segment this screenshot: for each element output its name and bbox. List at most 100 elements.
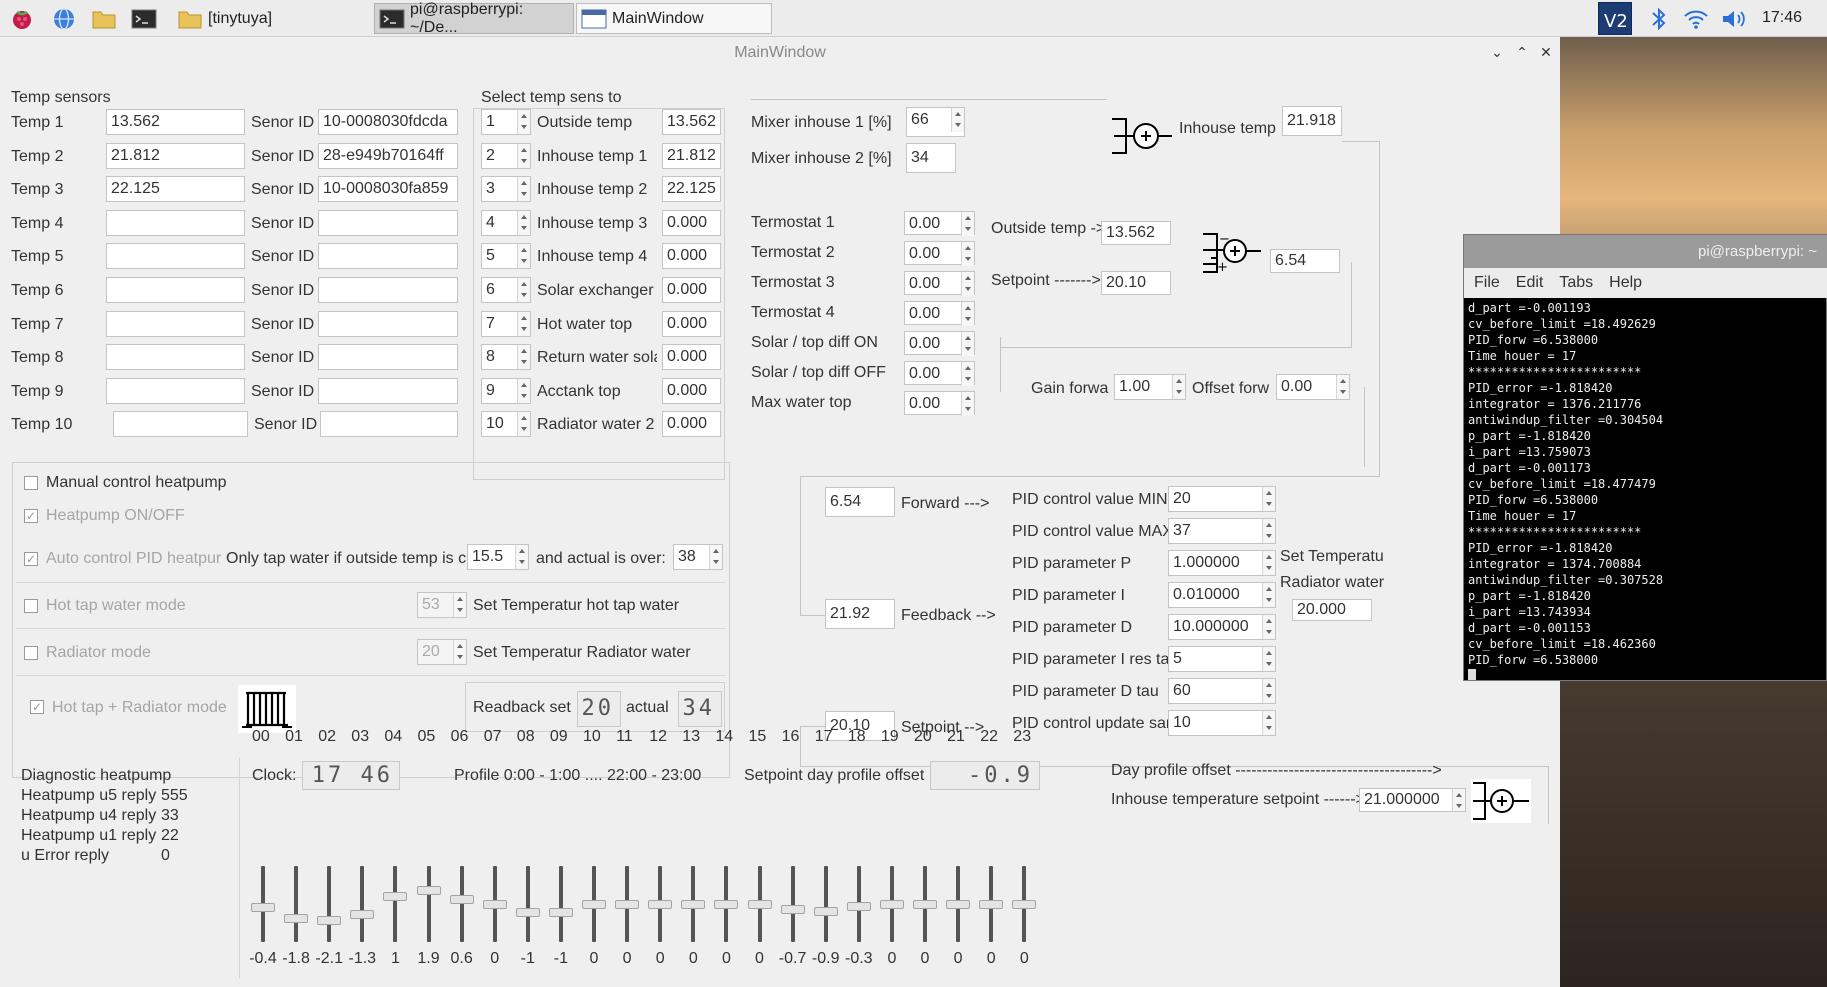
spin-arrows[interactable] xyxy=(517,378,530,403)
volume-icon[interactable] xyxy=(1721,8,1749,30)
radiator-mode-checkbox[interactable] xyxy=(24,646,38,660)
spin-arrows[interactable] xyxy=(1452,789,1465,811)
spin-arrows[interactable] xyxy=(1262,487,1275,511)
bluetooth-icon[interactable] xyxy=(1648,6,1670,32)
slider-handle[interactable] xyxy=(548,908,573,917)
offset-forward-spinbox[interactable]: 0.00 xyxy=(1276,374,1350,400)
terminal-menu-item[interactable]: Edit xyxy=(1515,274,1544,291)
slider-handle[interactable] xyxy=(350,910,375,919)
sensor-select-spinbox[interactable]: 1 xyxy=(481,109,531,135)
pid-param-spinbox[interactable]: 60 xyxy=(1168,678,1276,704)
spin-arrows[interactable] xyxy=(517,311,530,336)
spin-arrows[interactable] xyxy=(961,272,974,296)
slider-handle[interactable] xyxy=(1012,900,1037,909)
sensor-role-value[interactable]: 0.000 xyxy=(662,411,721,438)
pid-param-spinbox[interactable]: 10.000000 xyxy=(1168,614,1276,640)
combo-mode-checkbox[interactable]: ✓ xyxy=(30,700,44,714)
hour-slider[interactable]: 0 xyxy=(946,866,971,967)
slider-handle[interactable] xyxy=(681,900,706,909)
temp-value-input[interactable] xyxy=(106,344,245,371)
browser-launcher[interactable] xyxy=(46,3,80,34)
hour-slider[interactable]: 1.9 xyxy=(416,866,441,967)
inhouse-setpoint-spinbox[interactable]: 21.000000 xyxy=(1359,788,1466,812)
thermostat-spinbox[interactable]: 0.00 xyxy=(904,211,975,236)
thermostat-spinbox[interactable]: 0.00 xyxy=(904,331,975,356)
vnc-icon[interactable]: V2 xyxy=(1598,2,1632,35)
sensor-id-input[interactable] xyxy=(320,411,458,438)
pid-param-spinbox[interactable]: 0.010000 xyxy=(1168,582,1276,608)
terminal-menu-item[interactable]: Help xyxy=(1609,274,1643,291)
hour-slider[interactable]: 0.6 xyxy=(449,866,474,967)
temp-value-input[interactable]: 22.125 xyxy=(106,176,245,203)
actual-over-spinbox[interactable]: 38 xyxy=(673,544,723,570)
hour-slider[interactable]: -1.3 xyxy=(349,866,376,967)
spin-arrows[interactable] xyxy=(517,278,530,302)
hour-slider[interactable]: -0.4 xyxy=(249,866,277,967)
slider-handle[interactable] xyxy=(251,903,275,912)
hot-tap-spinbox[interactable]: 53 xyxy=(417,592,467,618)
pid-setpoint-value[interactable]: 20.10 xyxy=(825,711,895,741)
sensor-select-spinbox[interactable]: 10 xyxy=(481,411,531,438)
sensor-id-input[interactable]: 10-0008030fdcda xyxy=(318,109,458,135)
pid-param-spinbox[interactable]: 37 xyxy=(1168,518,1276,544)
thermostat-spinbox[interactable]: 0.00 xyxy=(904,391,975,416)
hour-slider[interactable]: 0 xyxy=(648,866,673,967)
slider-handle[interactable] xyxy=(482,900,507,909)
sensor-id-input[interactable] xyxy=(318,209,458,236)
slider-handle[interactable] xyxy=(582,900,606,909)
taskbar-item-mainwindow[interactable]: MainWindow xyxy=(576,3,772,34)
spin-arrows[interactable] xyxy=(961,362,974,386)
sensor-role-value[interactable]: 0.000 xyxy=(662,243,721,270)
spin-arrows[interactable] xyxy=(453,593,466,617)
sensor-select-spinbox[interactable]: 2 xyxy=(481,142,531,169)
slider-handle[interactable] xyxy=(449,895,474,904)
slider-handle[interactable] xyxy=(913,900,937,909)
sensor-select-spinbox[interactable]: 6 xyxy=(481,277,531,303)
setpoint-value[interactable]: 20.10 xyxy=(1101,271,1171,295)
hour-slider[interactable]: 0 xyxy=(913,866,937,967)
spin-arrows[interactable] xyxy=(1262,519,1275,543)
sensor-select-spinbox[interactable]: 5 xyxy=(481,243,531,270)
slider-handle[interactable] xyxy=(515,908,540,917)
set-temp-value[interactable]: 20.000 xyxy=(1292,599,1372,621)
slider-handle[interactable] xyxy=(416,886,441,895)
hour-slider[interactable]: -0.9 xyxy=(812,866,839,967)
sensor-role-value[interactable]: 0.000 xyxy=(662,377,721,404)
spin-arrows[interactable] xyxy=(709,545,722,569)
minimize-button[interactable]: ⌄ xyxy=(1491,44,1503,60)
taskbar-item-tinytuya[interactable]: [tinytuya] xyxy=(172,3,368,34)
sensor-role-value[interactable]: 22.125 xyxy=(662,176,721,203)
terminal-launcher[interactable] xyxy=(126,3,160,34)
spin-arrows[interactable] xyxy=(1336,375,1349,399)
slider-handle[interactable] xyxy=(813,907,838,916)
temp-value-input[interactable] xyxy=(106,377,245,404)
slider-handle[interactable] xyxy=(648,900,673,909)
sensor-id-input[interactable] xyxy=(318,277,458,303)
spin-arrows[interactable] xyxy=(961,332,974,356)
spin-arrows[interactable] xyxy=(1262,551,1275,575)
raspberry-menu-button[interactable] xyxy=(4,3,38,34)
manual-control-checkbox[interactable] xyxy=(24,476,38,490)
hour-slider[interactable]: -1 xyxy=(515,866,540,967)
outside-temp-value[interactable]: 13.562 xyxy=(1101,221,1171,245)
spin-arrows[interactable] xyxy=(1262,711,1275,735)
sensor-role-value[interactable]: 21.812 xyxy=(662,142,721,169)
hour-slider[interactable]: -2.1 xyxy=(315,866,343,967)
spin-arrows[interactable] xyxy=(1262,583,1275,607)
hour-slider[interactable]: 0 xyxy=(615,866,640,967)
pid-feedback-value[interactable]: 21.92 xyxy=(825,599,895,629)
slider-handle[interactable] xyxy=(317,916,342,925)
thermostat-spinbox[interactable]: 0.00 xyxy=(904,241,975,266)
forward-sum-value[interactable]: 6.54 xyxy=(1270,249,1340,273)
taskbar-item-terminal[interactable]: pi@raspberrypi: ~/De... xyxy=(374,1,574,36)
pid-param-spinbox[interactable]: 5 xyxy=(1168,646,1276,672)
slider-handle[interactable] xyxy=(714,900,739,909)
hour-slider[interactable]: 0 xyxy=(979,866,1004,967)
sensor-role-value[interactable]: 13.562 xyxy=(662,109,721,135)
spin-arrows[interactable] xyxy=(961,242,974,266)
sensor-id-input[interactable] xyxy=(318,377,458,404)
slider-handle[interactable] xyxy=(846,902,871,911)
sensor-select-spinbox[interactable]: 7 xyxy=(481,310,531,337)
